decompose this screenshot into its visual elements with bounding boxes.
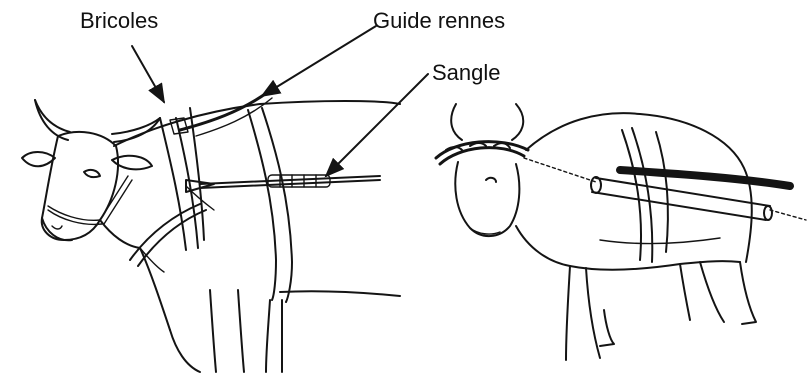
guide-rennes-pointer-arrow	[262, 26, 376, 96]
bricoles-pointer-arrow	[132, 46, 164, 102]
guide-rennes-label: Guide rennes	[373, 10, 505, 32]
sangle-label: Sangle	[432, 62, 501, 84]
sangle-pointer-arrow	[326, 74, 428, 176]
left-ox-illustration	[22, 92, 400, 372]
right-ox-illustration	[436, 104, 806, 360]
bricoles-label: Bricoles	[80, 10, 158, 32]
